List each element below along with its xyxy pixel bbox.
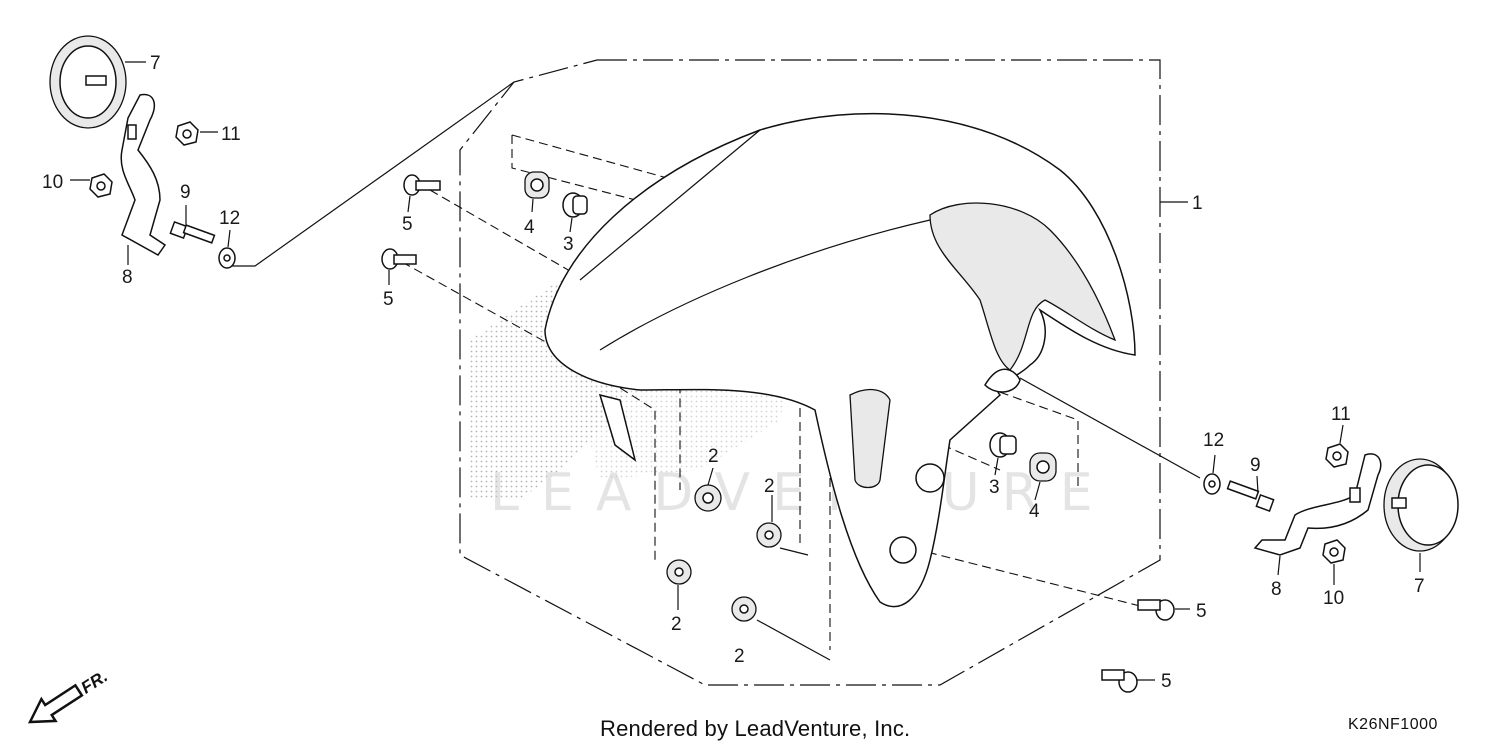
callout-5: 5 (1196, 601, 1207, 622)
washer-12-right (1203, 473, 1221, 495)
callout-5: 5 (402, 214, 413, 235)
bolt-9-right (1226, 480, 1275, 512)
leaders-5 (388, 195, 1190, 681)
leader-11-right (1339, 424, 1344, 444)
callout-12: 12 (1203, 430, 1224, 451)
flange-bolt-5 (381, 174, 1175, 693)
nut-10-right (1322, 539, 1346, 564)
grommet-4-left (524, 171, 550, 199)
callout-10: 10 (42, 172, 63, 193)
callout-labels: 1 2 2 2 2 3 3 4 4 5 5 5 5 7 7 8 8 9 9 10… (42, 53, 1425, 692)
collar-3-right (989, 432, 1017, 458)
leader-3-right (994, 457, 999, 476)
callout-3: 3 (563, 234, 574, 255)
callout-2: 2 (708, 446, 719, 467)
leader-12-right (1212, 454, 1216, 474)
leader-12-left (232, 81, 515, 267)
callout-9: 9 (1250, 455, 1261, 476)
leader-3-left (569, 217, 573, 233)
grommet-4-right (1029, 452, 1057, 482)
leader-9-right (1256, 475, 1259, 494)
callout-5: 5 (383, 289, 394, 310)
callout-12: 12 (219, 208, 240, 229)
callout-9: 9 (180, 182, 191, 203)
callout-5: 5 (1161, 671, 1172, 692)
callout-8: 8 (122, 267, 133, 288)
callout-11: 11 (221, 124, 241, 145)
bracket-8-left (120, 93, 167, 256)
bracket-8-right (1253, 453, 1382, 556)
front-fender (544, 112, 1136, 608)
callout-11: 11 (1331, 404, 1351, 425)
assembly-boundary (459, 59, 1161, 686)
callout-2: 2 (764, 476, 775, 497)
callout-7: 7 (150, 53, 161, 74)
callout-4: 4 (1029, 501, 1040, 522)
callout-3: 3 (989, 477, 1000, 498)
watermark-text: LEADVENTURE (490, 463, 1115, 523)
callout-1: 1 (1192, 193, 1203, 214)
front-direction-arrow-icon: FR. (27, 667, 111, 724)
nut-10-left (89, 173, 113, 198)
leader-4-left (531, 198, 534, 213)
reflector-7-left (49, 35, 127, 129)
bolt-9-left (169, 221, 216, 244)
reflector-7-right (1383, 458, 1459, 552)
render-credit: Rendered by LeadVenture, Inc. (600, 716, 911, 741)
callout-2: 2 (671, 614, 682, 635)
washer-12-left (218, 247, 236, 269)
diagram-code: K26NF1000 (1348, 716, 1438, 733)
collar-3-left (562, 192, 588, 218)
callout-10: 10 (1323, 588, 1344, 609)
front-direction-label: FR. (78, 667, 111, 698)
leaders-2 (677, 467, 831, 661)
rubber-grommet-2 (666, 484, 782, 622)
callout-2: 2 (734, 646, 745, 667)
callout-8: 8 (1271, 579, 1282, 600)
nut-11-right (1325, 443, 1349, 468)
leader-12-right-to-fender (1019, 377, 1201, 479)
leader-12-left-callout (227, 229, 231, 248)
leader-8-right (1277, 555, 1281, 576)
leader-4-right (1034, 481, 1041, 501)
nut-11-left (175, 121, 199, 146)
callout-4: 4 (524, 217, 535, 238)
callout-7: 7 (1414, 576, 1425, 597)
